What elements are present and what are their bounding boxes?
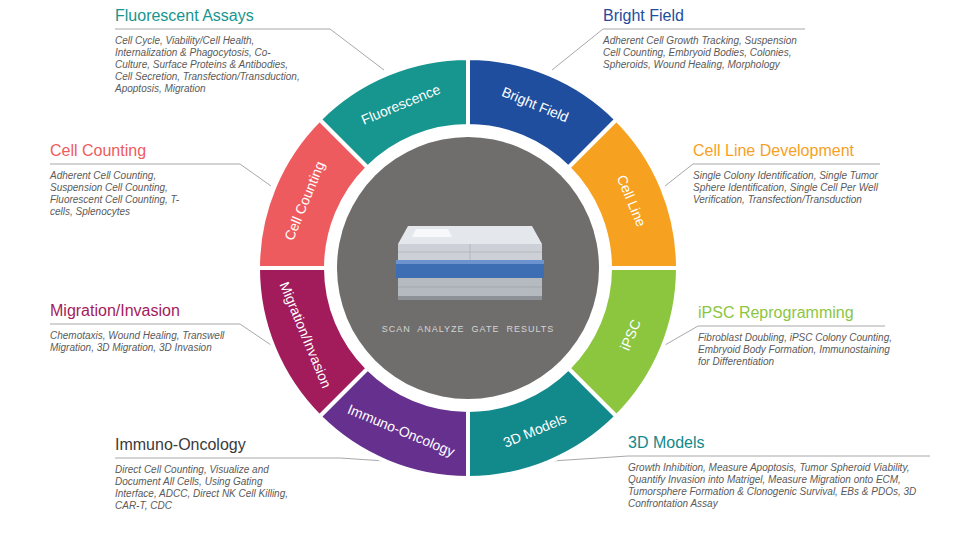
leader-line xyxy=(552,456,930,461)
instrument-part xyxy=(398,287,542,288)
category-description: Direct Cell Counting, Visualize and Docu… xyxy=(115,464,305,512)
category-description: Chemotaxis, Wound Healing, Transwell Mig… xyxy=(50,330,250,354)
center-shape xyxy=(336,136,600,400)
category-description: Fibroblast Doubling, iPSC Colony Countin… xyxy=(698,332,903,368)
category-description: Single Colony Identification, Single Tum… xyxy=(693,170,883,206)
instrument-part xyxy=(396,260,544,278)
leader-line xyxy=(115,458,385,461)
instrument-part xyxy=(470,244,471,260)
instrument-part xyxy=(398,226,542,244)
category-description: Adherent Cell Counting, Suspension Cell … xyxy=(50,170,200,218)
category-heading: 3D Models xyxy=(628,433,704,452)
center-caption: SCAN ANALYZE GATE RESULTS xyxy=(336,324,600,334)
category-heading: Cell Counting xyxy=(50,141,146,160)
instrument-part xyxy=(398,244,542,260)
instrument-part xyxy=(412,229,452,237)
category-heading: Migration/Invasion xyxy=(50,301,180,320)
category-heading: iPSC Reprogramming xyxy=(698,303,854,322)
instrument-illustration xyxy=(396,226,544,300)
category-description: Adherent Cell Growth Tracking, Suspensio… xyxy=(603,35,808,71)
center-circle: SCAN ANALYZE GATE RESULTS xyxy=(336,136,600,400)
category-description: Growth Inhibition, Measure Apoptosis, Tu… xyxy=(628,462,928,510)
category-heading: Bright Field xyxy=(603,6,684,25)
instrument-part xyxy=(396,260,544,264)
category-heading: Cell Line Development xyxy=(693,141,854,160)
instrument-part xyxy=(398,296,542,300)
category-heading: Fluorescent Assays xyxy=(115,6,254,25)
instrument-part xyxy=(398,278,542,300)
category-description: Cell Cycle, Viability/Cell Health, Inter… xyxy=(115,35,305,95)
category-heading: Immuno-Oncology xyxy=(115,435,246,454)
center-disc xyxy=(337,137,599,399)
